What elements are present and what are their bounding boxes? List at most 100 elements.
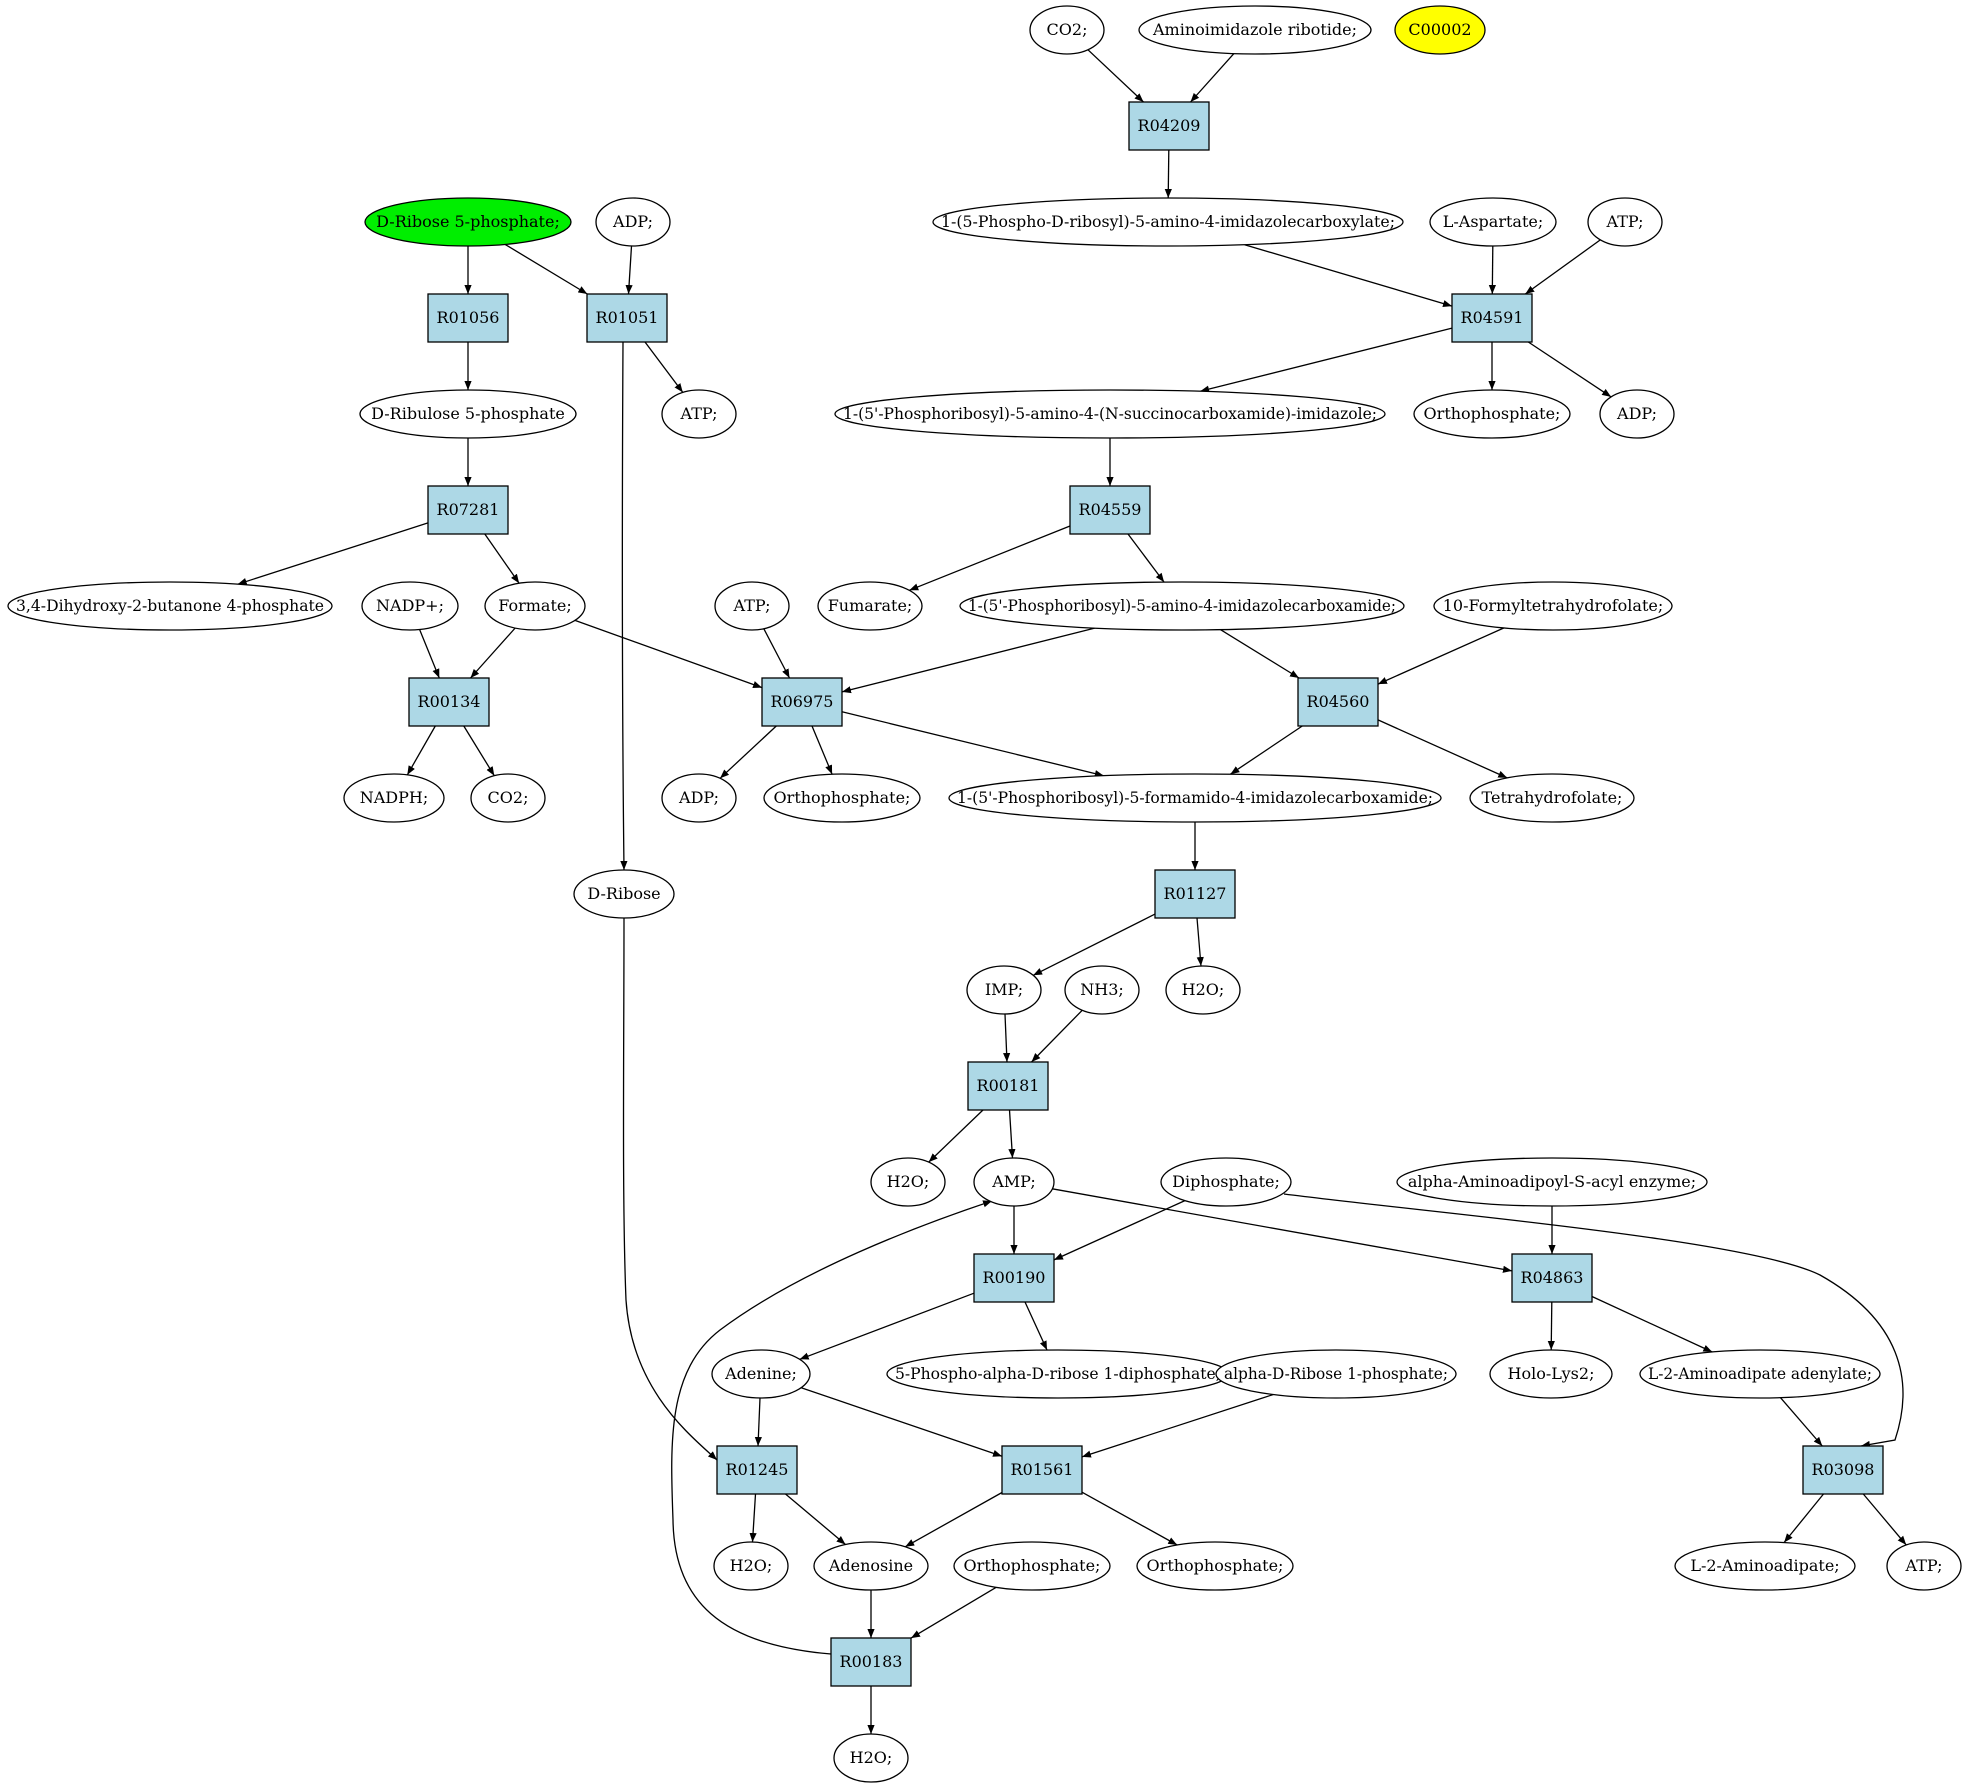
edge-adp_a-to-R01051 bbox=[625, 245, 633, 295]
metabolite-node-nadph[interactable]: NADPH; bbox=[343, 773, 445, 823]
metabolite-node-orthop_a[interactable]: Orthophosphate; bbox=[1413, 389, 1571, 439]
metabolite-node-co2_top[interactable]: CO2; bbox=[1029, 5, 1105, 55]
edge-R04559-to-fumarate bbox=[909, 525, 1071, 591]
metabolite-node-adp_b[interactable]: ADP; bbox=[1599, 389, 1675, 439]
metabolite-node-adp_c[interactable]: ADP; bbox=[661, 773, 737, 823]
metabolite-node-nh3[interactable]: NH3; bbox=[1064, 965, 1140, 1015]
metabolite-node-l2aa[interactable]: L-2-Aminoadipate; bbox=[1674, 1541, 1856, 1591]
metabolite-node-imp[interactable]: IMP; bbox=[966, 965, 1042, 1015]
metabolite-node-adenosine[interactable]: Adenosine bbox=[813, 1541, 929, 1591]
metabolite-node-r5p[interactable]: D-Ribose 5-phosphate; bbox=[364, 197, 572, 247]
reaction-box bbox=[1451, 293, 1533, 343]
reaction-node-R01127[interactable]: R01127 bbox=[1154, 869, 1236, 919]
metabolite-label: AMP; bbox=[991, 1172, 1036, 1191]
metabolite-node-adp_a[interactable]: ADP; bbox=[595, 197, 671, 247]
edge-air-to-R04209 bbox=[1190, 53, 1235, 103]
edge-aicar-to-R04560 bbox=[1220, 629, 1300, 679]
reaction-node-R03098[interactable]: R03098 bbox=[1802, 1445, 1884, 1495]
metabolite-node-atp_b[interactable]: ATP; bbox=[661, 389, 737, 439]
metabolite-node-orthop_b[interactable]: Orthophosphate; bbox=[763, 773, 921, 823]
metabolite-node-fthf[interactable]: 10-Formyltetrahydrofolate; bbox=[1433, 581, 1673, 631]
metabolite-node-diphosphate[interactable]: Diphosphate; bbox=[1160, 1157, 1292, 1207]
reaction-node-R06975[interactable]: R06975 bbox=[761, 677, 843, 727]
metabolite-node-atp_c[interactable]: ATP; bbox=[714, 581, 790, 631]
edge-fthf-to-R04560 bbox=[1377, 627, 1505, 685]
metabolite-node-formate[interactable]: Formate; bbox=[484, 581, 586, 631]
edge-R00134-to-nadph bbox=[406, 725, 436, 776]
reaction-node-R01056[interactable]: R01056 bbox=[427, 293, 509, 343]
metabolite-label: ADP; bbox=[1616, 404, 1657, 423]
metabolite-node-h2o_d[interactable]: H2O; bbox=[833, 1733, 909, 1783]
metabolite-node-dhbp[interactable]: 3,4-Dihydroxy-2-butanone 4-phosphate bbox=[7, 581, 333, 631]
reaction-node-R04209[interactable]: R04209 bbox=[1128, 101, 1210, 151]
metabolite-node-co2_b[interactable]: CO2; bbox=[470, 773, 546, 823]
metabolite-node-asp[interactable]: L-Aspartate; bbox=[1429, 197, 1557, 247]
reaction-node-R00134[interactable]: R00134 bbox=[408, 677, 490, 727]
metabolite-shape bbox=[714, 581, 790, 631]
metabolite-node-orthop_c[interactable]: Orthophosphate; bbox=[953, 1541, 1111, 1591]
metabolite-node-saicar[interactable]: 1-(5'-Phosphoribosyl)-5-amino-4-(N-succi… bbox=[834, 389, 1386, 439]
edge-atp_a-to-R04591 bbox=[1524, 239, 1601, 295]
edge-diphosphate-to-R03098 bbox=[1283, 1193, 1904, 1448]
metabolite-shape bbox=[932, 197, 1404, 247]
metabolite-shape bbox=[1587, 197, 1663, 247]
metabolite-node-prpp[interactable]: 5-Phospho-alpha-D-ribose 1-diphosphate; bbox=[886, 1349, 1230, 1399]
metabolite-label: alpha-Aminoadipoyl-S-acyl enzyme; bbox=[1408, 1172, 1696, 1191]
reaction-node-R01051[interactable]: R01051 bbox=[586, 293, 668, 343]
reaction-label: R01051 bbox=[596, 308, 659, 327]
metabolite-node-c00002[interactable]: C00002 bbox=[1394, 5, 1486, 55]
metabolite-node-adenine[interactable]: Adenine; bbox=[711, 1349, 811, 1399]
metabolite-node-aicar[interactable]: 1-(5'-Phosphoribosyl)-5-amino-4-imidazol… bbox=[959, 581, 1405, 631]
edge-R01051-to-ribose bbox=[620, 341, 628, 871]
reaction-box bbox=[586, 293, 668, 343]
reaction-node-R04863[interactable]: R04863 bbox=[1511, 1253, 1593, 1303]
metabolite-node-atp_d[interactable]: ATP; bbox=[1886, 1541, 1962, 1591]
metabolite-node-r1p[interactable]: alpha-D-Ribose 1-phosphate; bbox=[1215, 1349, 1457, 1399]
metabolite-node-h2o_b[interactable]: H2O; bbox=[1165, 965, 1241, 1015]
metabolite-label: 1-(5'-Phosphoribosyl)-5-amino-4-(N-succi… bbox=[843, 404, 1377, 423]
metabolite-label: ATP; bbox=[733, 596, 771, 615]
metabolite-node-amp[interactable]: AMP; bbox=[973, 1157, 1055, 1207]
reaction-node-R00181[interactable]: R00181 bbox=[967, 1061, 1049, 1111]
reaction-label: R04560 bbox=[1307, 692, 1370, 711]
edge-R00190-to-prpp bbox=[1024, 1301, 1048, 1351]
metabolite-label: NADPH; bbox=[360, 788, 429, 807]
metabolite-label: D-Ribulose 5-phosphate bbox=[371, 404, 565, 423]
metabolite-shape bbox=[711, 1349, 811, 1399]
metabolite-shape bbox=[763, 773, 921, 823]
metabolite-node-faicar[interactable]: 1-(5'-Phosphoribosyl)-5-formamido-4-imid… bbox=[948, 773, 1442, 823]
metabolite-node-l2aa_adenylate[interactable]: L-2-Aminoadipate adenylate; bbox=[1639, 1349, 1881, 1399]
reaction-node-R07281[interactable]: R07281 bbox=[427, 485, 509, 535]
metabolite-node-h2o_c[interactable]: H2O; bbox=[713, 1541, 789, 1591]
metabolite-shape bbox=[573, 869, 675, 919]
metabolite-node-fumarate[interactable]: Fumarate; bbox=[817, 581, 923, 631]
metabolite-node-aaacyl[interactable]: alpha-Aminoadipoyl-S-acyl enzyme; bbox=[1396, 1157, 1708, 1207]
metabolite-node-ribulose[interactable]: D-Ribulose 5-phosphate bbox=[359, 389, 577, 439]
reaction-node-R04591[interactable]: R04591 bbox=[1451, 293, 1533, 343]
metabolite-node-thf[interactable]: Tetrahydrofolate; bbox=[1469, 773, 1635, 823]
reaction-node-R00183[interactable]: R00183 bbox=[830, 1637, 912, 1687]
reaction-node-R01561[interactable]: R01561 bbox=[1001, 1445, 1083, 1495]
metabolite-label: ATP; bbox=[680, 404, 718, 423]
reaction-label: R04863 bbox=[1521, 1268, 1584, 1287]
metabolite-node-caiv[interactable]: 1-(5-Phospho-D-ribosyl)-5-amino-4-imidaz… bbox=[932, 197, 1404, 247]
metabolite-node-nadp[interactable]: NADP+; bbox=[361, 581, 459, 631]
metabolite-node-hololys2[interactable]: Holo-Lys2; bbox=[1489, 1349, 1613, 1399]
metabolite-label: Tetrahydrofolate; bbox=[1482, 788, 1623, 807]
metabolite-node-orthop_d[interactable]: Orthophosphate; bbox=[1136, 1541, 1294, 1591]
metabolite-shape bbox=[1215, 1349, 1457, 1399]
metabolite-node-atp_a[interactable]: ATP; bbox=[1587, 197, 1663, 247]
metabolite-label: 1-(5'-Phosphoribosyl)-5-formamido-4-imid… bbox=[957, 788, 1433, 807]
edge-R04559-to-aicar bbox=[1127, 533, 1165, 583]
edge-nadp-to-R00134 bbox=[418, 629, 440, 679]
reaction-label: R01561 bbox=[1011, 1460, 1074, 1479]
reaction-node-R04560[interactable]: R04560 bbox=[1297, 677, 1379, 727]
reaction-box bbox=[1001, 1445, 1083, 1495]
metabolite-node-air[interactable]: Aminoimidazole ribotide; bbox=[1138, 5, 1372, 55]
reaction-node-R00190[interactable]: R00190 bbox=[973, 1253, 1055, 1303]
reaction-node-R01245[interactable]: R01245 bbox=[716, 1445, 798, 1495]
reaction-node-R04559[interactable]: R04559 bbox=[1069, 485, 1151, 535]
metabolite-node-ribose[interactable]: D-Ribose bbox=[573, 869, 675, 919]
metabolite-label: Formate; bbox=[498, 596, 572, 615]
metabolite-node-h2o_a[interactable]: H2O; bbox=[870, 1157, 946, 1207]
